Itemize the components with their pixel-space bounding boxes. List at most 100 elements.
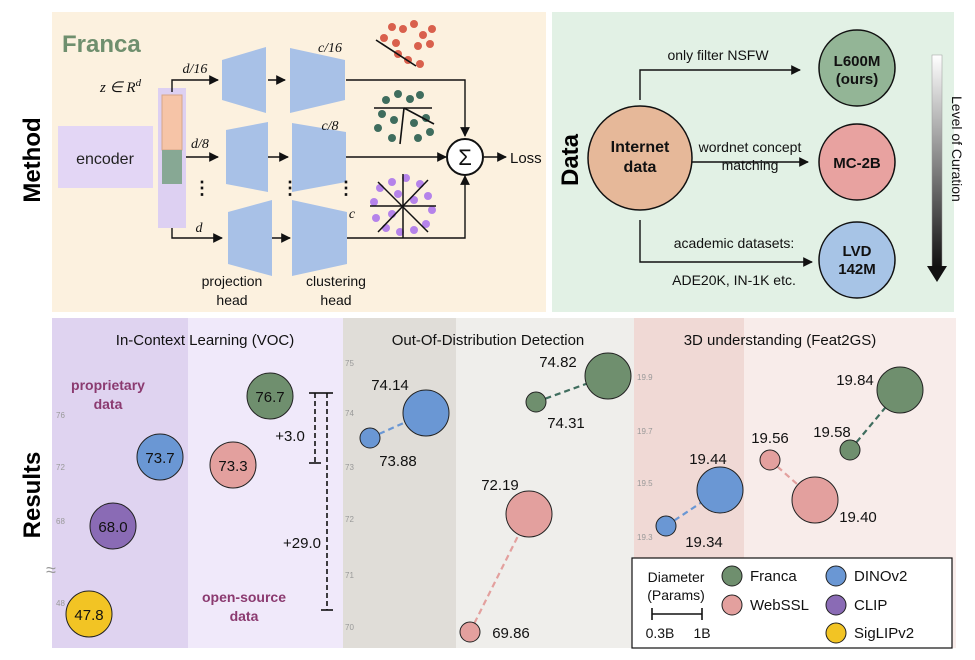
z-label: z ∈ Rd <box>99 77 142 96</box>
legend-swatch-siglipv2 <box>825 622 847 644</box>
encoder-box <box>58 126 153 188</box>
ood-dinov2-small-value: 73.88 <box>379 453 417 470</box>
legend-scale-large: 1B <box>693 625 710 641</box>
bubble-siglipv2-icl <box>65 590 113 638</box>
gap-label-29: +29.0 <box>283 535 321 552</box>
ood-tick-71: 71 <box>345 571 354 580</box>
bubble-franca-icl <box>246 372 294 420</box>
cluster-icon-fine <box>370 174 436 238</box>
feat2gs-tick-19-7: 19.7 <box>637 427 653 436</box>
bubble-clip-icl-value: 68.0 <box>98 519 127 536</box>
results-side-label: Results <box>19 452 46 539</box>
bubble-clip-icl <box>89 502 137 550</box>
legend-swatch-clip <box>825 594 847 616</box>
vertical-dots-3: ⋮ <box>337 178 355 198</box>
ood-title: Out-Of-Distribution Detection <box>392 332 585 349</box>
branch-label-d16: d/16 <box>183 62 208 77</box>
ood-tick-74: 74 <box>345 409 354 418</box>
legend-label-siglipv2: SigLIPv2 <box>854 625 914 642</box>
bubble-dinov2-icl <box>136 433 184 481</box>
sum-node <box>446 138 484 176</box>
data-side-label: Data <box>557 133 584 186</box>
axis-break-symbol: ≈ <box>46 560 56 580</box>
cluster-label-c8: c/8 <box>321 119 338 134</box>
feat2gs-tick-19-3: 19.3 <box>637 533 653 542</box>
ood-panel: Out-Of-Distribution Detection 75 74 73 7… <box>343 318 634 648</box>
clustering-head-16 <box>290 48 345 113</box>
bubble-franca-ood-small <box>525 391 547 413</box>
method-panel: Franca encoder z ∈ Rd d <box>52 12 546 312</box>
sum-symbol: Σ <box>458 145 472 170</box>
l600m-label: L600M(ours) <box>834 53 881 88</box>
projection-head-1 <box>228 200 272 276</box>
vertical-dots-2: ⋮ <box>281 178 299 198</box>
branch-label-d: d <box>196 221 204 236</box>
curation-gradient-bar <box>931 54 943 268</box>
ood-tick-70: 70 <box>345 623 354 632</box>
arrow-label-nsfw: only filter NSFW <box>667 47 769 63</box>
curation-arrow-head <box>927 266 947 282</box>
legend-swatch-franca <box>721 565 743 587</box>
ood-tick-73: 73 <box>345 463 354 472</box>
bubble-dinov2-icl-value: 73.7 <box>145 450 174 467</box>
bubble-dinov2-feat2gs-small <box>655 515 677 537</box>
feat2gs-webssl-large-value: 19.40 <box>839 509 877 526</box>
legend-diameter-label: Diameter(Params) <box>647 569 705 603</box>
clustering-head-8 <box>292 123 346 192</box>
icl-tick-68: 68 <box>56 517 65 526</box>
bubble-webssl-feat2gs-small <box>759 449 781 471</box>
ood-webssl-large-value: 72.19 <box>481 477 519 494</box>
branch-label-d8: d/8 <box>191 137 209 152</box>
l600m-node <box>818 29 896 107</box>
arrow-label-academic-1: academic datasets: <box>674 235 795 251</box>
bubble-franca-feat2gs-small <box>839 439 861 461</box>
ood-franca-small-value: 74.31 <box>547 415 585 432</box>
internet-data-node <box>587 105 693 211</box>
feat2gs-franca-small-value: 19.58 <box>813 424 851 441</box>
bubble-franca-feat2gs-large <box>876 366 924 414</box>
legend-scale-small: 0.3B <box>646 625 675 641</box>
feat2gs-tick-19-9: 19.9 <box>637 373 653 382</box>
bubble-webssl-icl-value: 73.3 <box>218 458 247 475</box>
feat2gs-webssl-small-value: 19.56 <box>751 430 789 447</box>
loss-label: Loss <box>510 150 542 167</box>
encoder-label: encoder <box>76 151 134 168</box>
method-side-label: Method <box>19 117 46 202</box>
bubble-dinov2-ood-large <box>402 389 450 437</box>
bubble-dinov2-ood-small <box>359 427 381 449</box>
arrow-label-academic-2: ADE20K, IN-1K etc. <box>672 272 796 288</box>
ood-franca-large-value: 74.82 <box>539 354 577 371</box>
feat2gs-dinov2-large-value: 19.44 <box>689 451 727 468</box>
cluster-label-c16: c/16 <box>318 41 342 56</box>
legend-swatch-dinov2 <box>825 565 847 587</box>
icl-tick-72: 72 <box>56 463 65 472</box>
cluster-icon-medium <box>374 90 435 145</box>
curation-label: Level of Curation <box>949 96 965 202</box>
legend-label-webssl: WebSSL <box>750 597 809 614</box>
projection-head-8 <box>226 122 268 192</box>
bubble-dinov2-feat2gs-large <box>696 466 744 514</box>
legend-swatch-webssl <box>721 594 743 616</box>
bubble-webssl-icl <box>209 441 257 489</box>
icl-tick-76: 76 <box>56 411 65 420</box>
ood-tick-72: 72 <box>345 515 354 524</box>
legend-label-franca: Franca <box>750 568 797 585</box>
mc2b-node <box>818 123 896 201</box>
bubble-franca-icl-value: 76.7 <box>255 389 284 406</box>
projection-head-16 <box>222 47 266 113</box>
ood-tick-75: 75 <box>345 359 354 368</box>
lvd142m-node <box>818 221 896 299</box>
cluster-label-c: c <box>349 207 356 222</box>
legend: Diameter(Params) 0.3B 1B Franca DINOv2 W… <box>631 557 953 649</box>
mc2b-label: MC-2B <box>833 155 881 172</box>
bubble-siglipv2-icl-value: 47.8 <box>74 607 103 624</box>
feat2gs-title: 3D understanding (Feat2GS) <box>684 332 877 349</box>
